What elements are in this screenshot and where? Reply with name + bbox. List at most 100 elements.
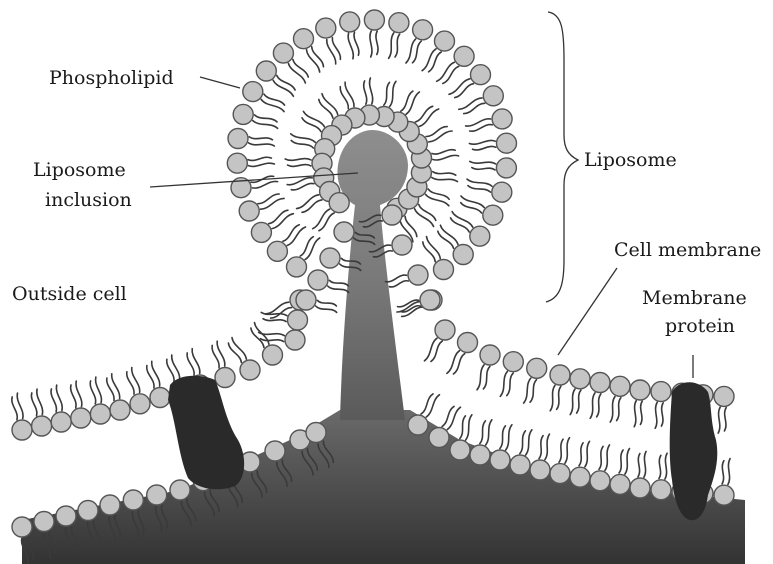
membrane-upper-lipid-tail	[37, 389, 43, 415]
liposome-outer-lipid-tail	[470, 161, 496, 164]
membrane-upper-lipid-head	[714, 386, 734, 406]
membrane-lower-lipid-tail	[539, 436, 543, 459]
liposome-outer-lipid-tail	[249, 137, 272, 140]
membrane-upper-lipid-head	[435, 320, 455, 340]
membrane-upper-lipid-head	[651, 382, 671, 402]
liposome-inner-lipid-tail	[415, 209, 434, 227]
membrane-lower-lipid-head	[590, 471, 610, 491]
liposome-outer-lipid-tail	[468, 186, 491, 193]
membrane-upper-lipid-tail	[640, 401, 642, 424]
membrane-upper-lipid-head	[90, 404, 110, 424]
membrane-lower-lipid-head	[100, 495, 120, 515]
liposome-outer-lipid-tail	[249, 143, 275, 146]
membrane-upper-lipid-tail	[661, 403, 663, 426]
liposome-outer-lipid-tail	[389, 33, 394, 59]
membrane-lower-lipid-tail	[585, 441, 590, 467]
liposome-inner-lipid-tail	[390, 81, 396, 106]
liposome-outer-lipid-tail	[307, 50, 320, 72]
liposome-outer-lipid-tail	[269, 210, 288, 224]
membrane-upper-lipid-head	[130, 394, 150, 414]
liposome-outer-lipid-tail	[277, 76, 295, 91]
membrane-lower-lipid-head	[630, 478, 650, 498]
liposome-outer-lipid-head	[243, 82, 263, 102]
liposome-outer-lipid-tail	[354, 32, 359, 55]
membrane-lower-lipid-head	[610, 474, 630, 494]
membrane-upper-lipid-head	[110, 400, 130, 420]
liposome-inner-lipid-tail	[426, 127, 447, 137]
liposome-outer-lipid-head	[497, 133, 517, 153]
membrane-upper-lipid-tail	[577, 390, 581, 413]
membrane-lower-lipid-head	[550, 464, 570, 484]
label-liposome-inclusion-line2: inclusion	[45, 188, 132, 212]
liposome-inner-lipid-tail	[291, 134, 316, 143]
membrane-lower-lipid-tail	[466, 415, 472, 440]
liposome-outer-lipid-tail	[464, 103, 485, 113]
liposome-outer-lipid-head	[256, 61, 276, 81]
membrane-lower-lipid-tail	[520, 431, 526, 454]
liposome-inner-lipid-tail	[291, 183, 314, 189]
membrane-lower-lipid-tail	[447, 407, 460, 429]
liposome-outer-lipid-tail	[413, 41, 422, 63]
membrane-upper-lipid-tail	[724, 408, 726, 431]
membrane-lower-lipid-tail	[460, 416, 466, 439]
membrane-lower-lipid-head	[78, 501, 98, 521]
liposome-outer-lipid-head	[454, 46, 474, 66]
liposome-outer-lipid-head	[267, 241, 287, 261]
membrane-lower-lipid-tail	[559, 439, 563, 462]
neck-lipid-head	[382, 205, 402, 225]
membrane-lower-lipid-tail	[619, 450, 623, 473]
membrane-upper-lipid-tail	[634, 401, 636, 427]
label-cell-membrane: Cell membrane	[614, 238, 761, 262]
liposome-outer-lipid-head	[227, 153, 247, 173]
liposome-outer-lipid-tail	[283, 225, 299, 242]
membrane-upper-lipid-head	[550, 365, 570, 385]
membrane-lower-lipid-head	[450, 440, 470, 460]
liposome-outer-lipid-tail	[293, 59, 308, 77]
membrane-upper-lipid-tail	[655, 402, 657, 428]
liposome-inner-lipid-tail	[319, 213, 334, 231]
membrane-upper-lipid-tail	[51, 389, 56, 412]
liposome-outer-lipid-tail	[473, 146, 496, 150]
membrane-lower-lipid-tail	[500, 426, 506, 449]
membrane-protein-left	[168, 376, 244, 490]
neck-lipid-head	[420, 290, 440, 310]
liposome-outer-lipid-head	[492, 182, 512, 202]
neck-lipid-tail	[389, 281, 408, 287]
neck-lipid-head	[320, 248, 340, 268]
membrane-upper-lipid-tail	[228, 343, 241, 363]
membrane-upper-lipid-head	[51, 412, 71, 432]
membrane-upper-lipid-tail	[17, 393, 23, 419]
membrane-upper-lipid-head	[215, 368, 235, 388]
membrane-lower-lipid-head	[170, 480, 190, 500]
membrane-lower-lipid-head	[408, 415, 428, 435]
label-liposome-inclusion-line1: Liposome	[33, 158, 126, 182]
membrane-lower-lipid-tail	[638, 454, 640, 477]
membrane-lower-lipid-head	[570, 467, 590, 487]
membrane-lower-lipid-tail	[728, 459, 730, 485]
membrane-upper-lipid-head	[630, 380, 650, 400]
membrane-upper-lipid-tail	[96, 377, 102, 403]
liposome-outer-lipid-tail	[452, 212, 473, 228]
neck-lipid-head	[308, 270, 328, 290]
liposome-outer-lipid-head	[239, 201, 259, 221]
liposome-outer-lipid-tail	[443, 66, 459, 83]
liposome-outer-lipid-tail	[451, 218, 470, 232]
liposome-outer-lipid-tail	[327, 40, 336, 64]
membrane-upper-lipid-tail	[500, 371, 507, 396]
liposome-outer-lipid-tail	[248, 157, 271, 160]
membrane-lower-lipid-tail	[644, 451, 646, 477]
liposome-outer-lipid-head	[471, 65, 491, 85]
membrane-upper-lipid-head	[480, 345, 500, 365]
membrane-lower-lipid-tail	[579, 443, 583, 466]
membrane-upper-lipid-tail	[263, 319, 286, 322]
membrane-upper-lipid-head	[71, 408, 91, 428]
membrane-lower-lipid-head	[56, 506, 76, 526]
membrane-upper-lipid-head	[458, 333, 478, 353]
neck-lipid-tail	[317, 300, 336, 306]
liposome-outer-lipid-tail	[459, 98, 482, 109]
membrane-upper-lipid-tail	[56, 385, 62, 411]
membrane-lower-lipid-head	[12, 517, 32, 537]
liposome-inner-lipid-tail	[384, 82, 390, 105]
liposome-brace	[546, 12, 578, 302]
